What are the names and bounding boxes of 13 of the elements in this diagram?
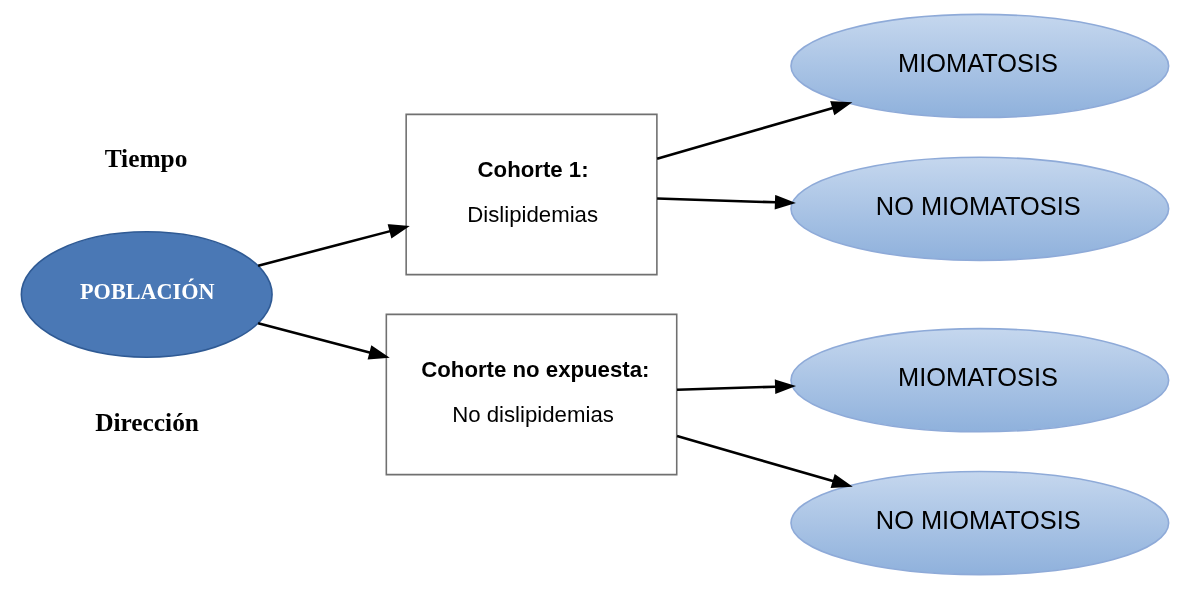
arrow [676, 434, 853, 488]
label: Dirección [94, 407, 199, 436]
arrow [257, 322, 390, 360]
arrow [656, 101, 852, 160]
node-box: Cohorte no expuesta: No dislipidemias [385, 313, 677, 476]
node-ellipse: MIOMATOSIS [789, 327, 1169, 433]
node-ellipse: NO MIOMATOSIS [789, 156, 1169, 262]
label: Tiempo [104, 144, 187, 173]
node-ellipse: POBLACIÓN [20, 231, 273, 358]
arrow [656, 194, 796, 210]
node-box: Cohorte 1: Dislipidemias [404, 113, 658, 276]
arrow [676, 379, 796, 395]
arrow [257, 224, 410, 267]
